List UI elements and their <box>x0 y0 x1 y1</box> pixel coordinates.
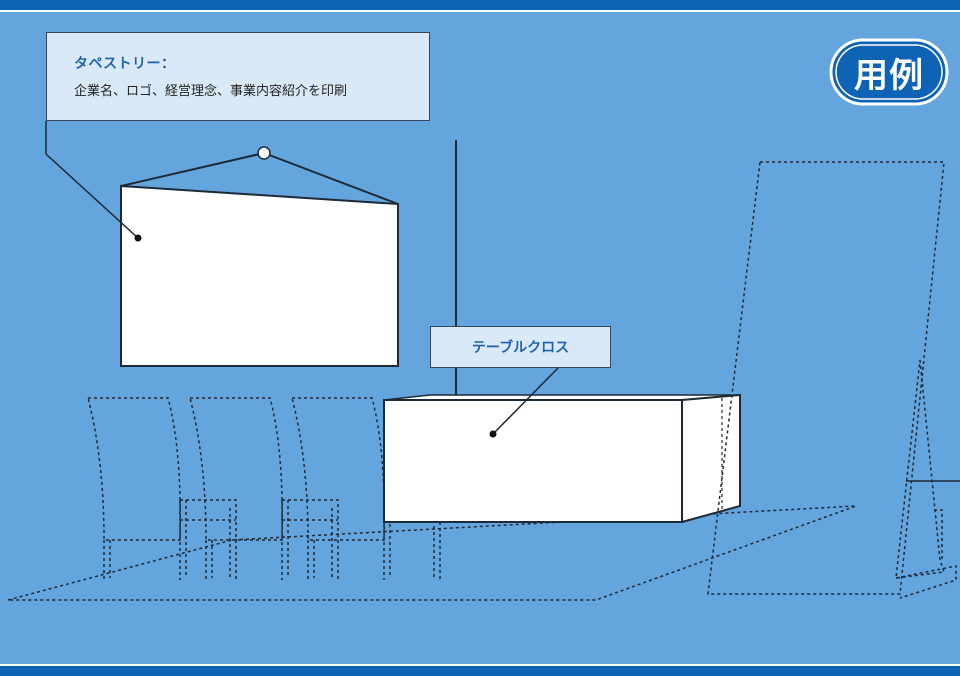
tapestry-callout: タペストリー： 企業名、ロゴ、経営理念、事業内容紹介を印刷 <box>46 32 430 121</box>
tablecloth-leader-line <box>492 367 559 435</box>
tapestry-panel <box>120 184 399 367</box>
bottom-frame-line <box>0 664 960 666</box>
tablecloth-callout: テーブルクロス <box>430 326 611 368</box>
tapestry-leader-line <box>45 121 139 239</box>
tablecloth-leader-dot <box>489 430 497 438</box>
banner-stand <box>707 161 957 599</box>
top-frame-bar <box>0 0 960 10</box>
example-badge-label: 用例 <box>854 55 924 96</box>
table-side <box>681 393 741 524</box>
tapestry-callout-title: タペストリー： <box>74 56 176 72</box>
chair-2 <box>189 397 339 580</box>
tablecloth-callout-title: テーブルクロス <box>471 340 570 356</box>
tapestry-callout-description: 企業名、ロゴ、経営理念、事業内容紹介を印刷 <box>74 84 348 99</box>
table-front <box>383 399 683 523</box>
bottom-frame-bar <box>0 666 960 676</box>
tapestry-hook <box>257 146 271 160</box>
tapestry-leader-dot <box>134 234 142 242</box>
example-badge-shape <box>829 38 949 106</box>
top-frame-line <box>0 10 960 12</box>
chair-1 <box>87 397 237 580</box>
